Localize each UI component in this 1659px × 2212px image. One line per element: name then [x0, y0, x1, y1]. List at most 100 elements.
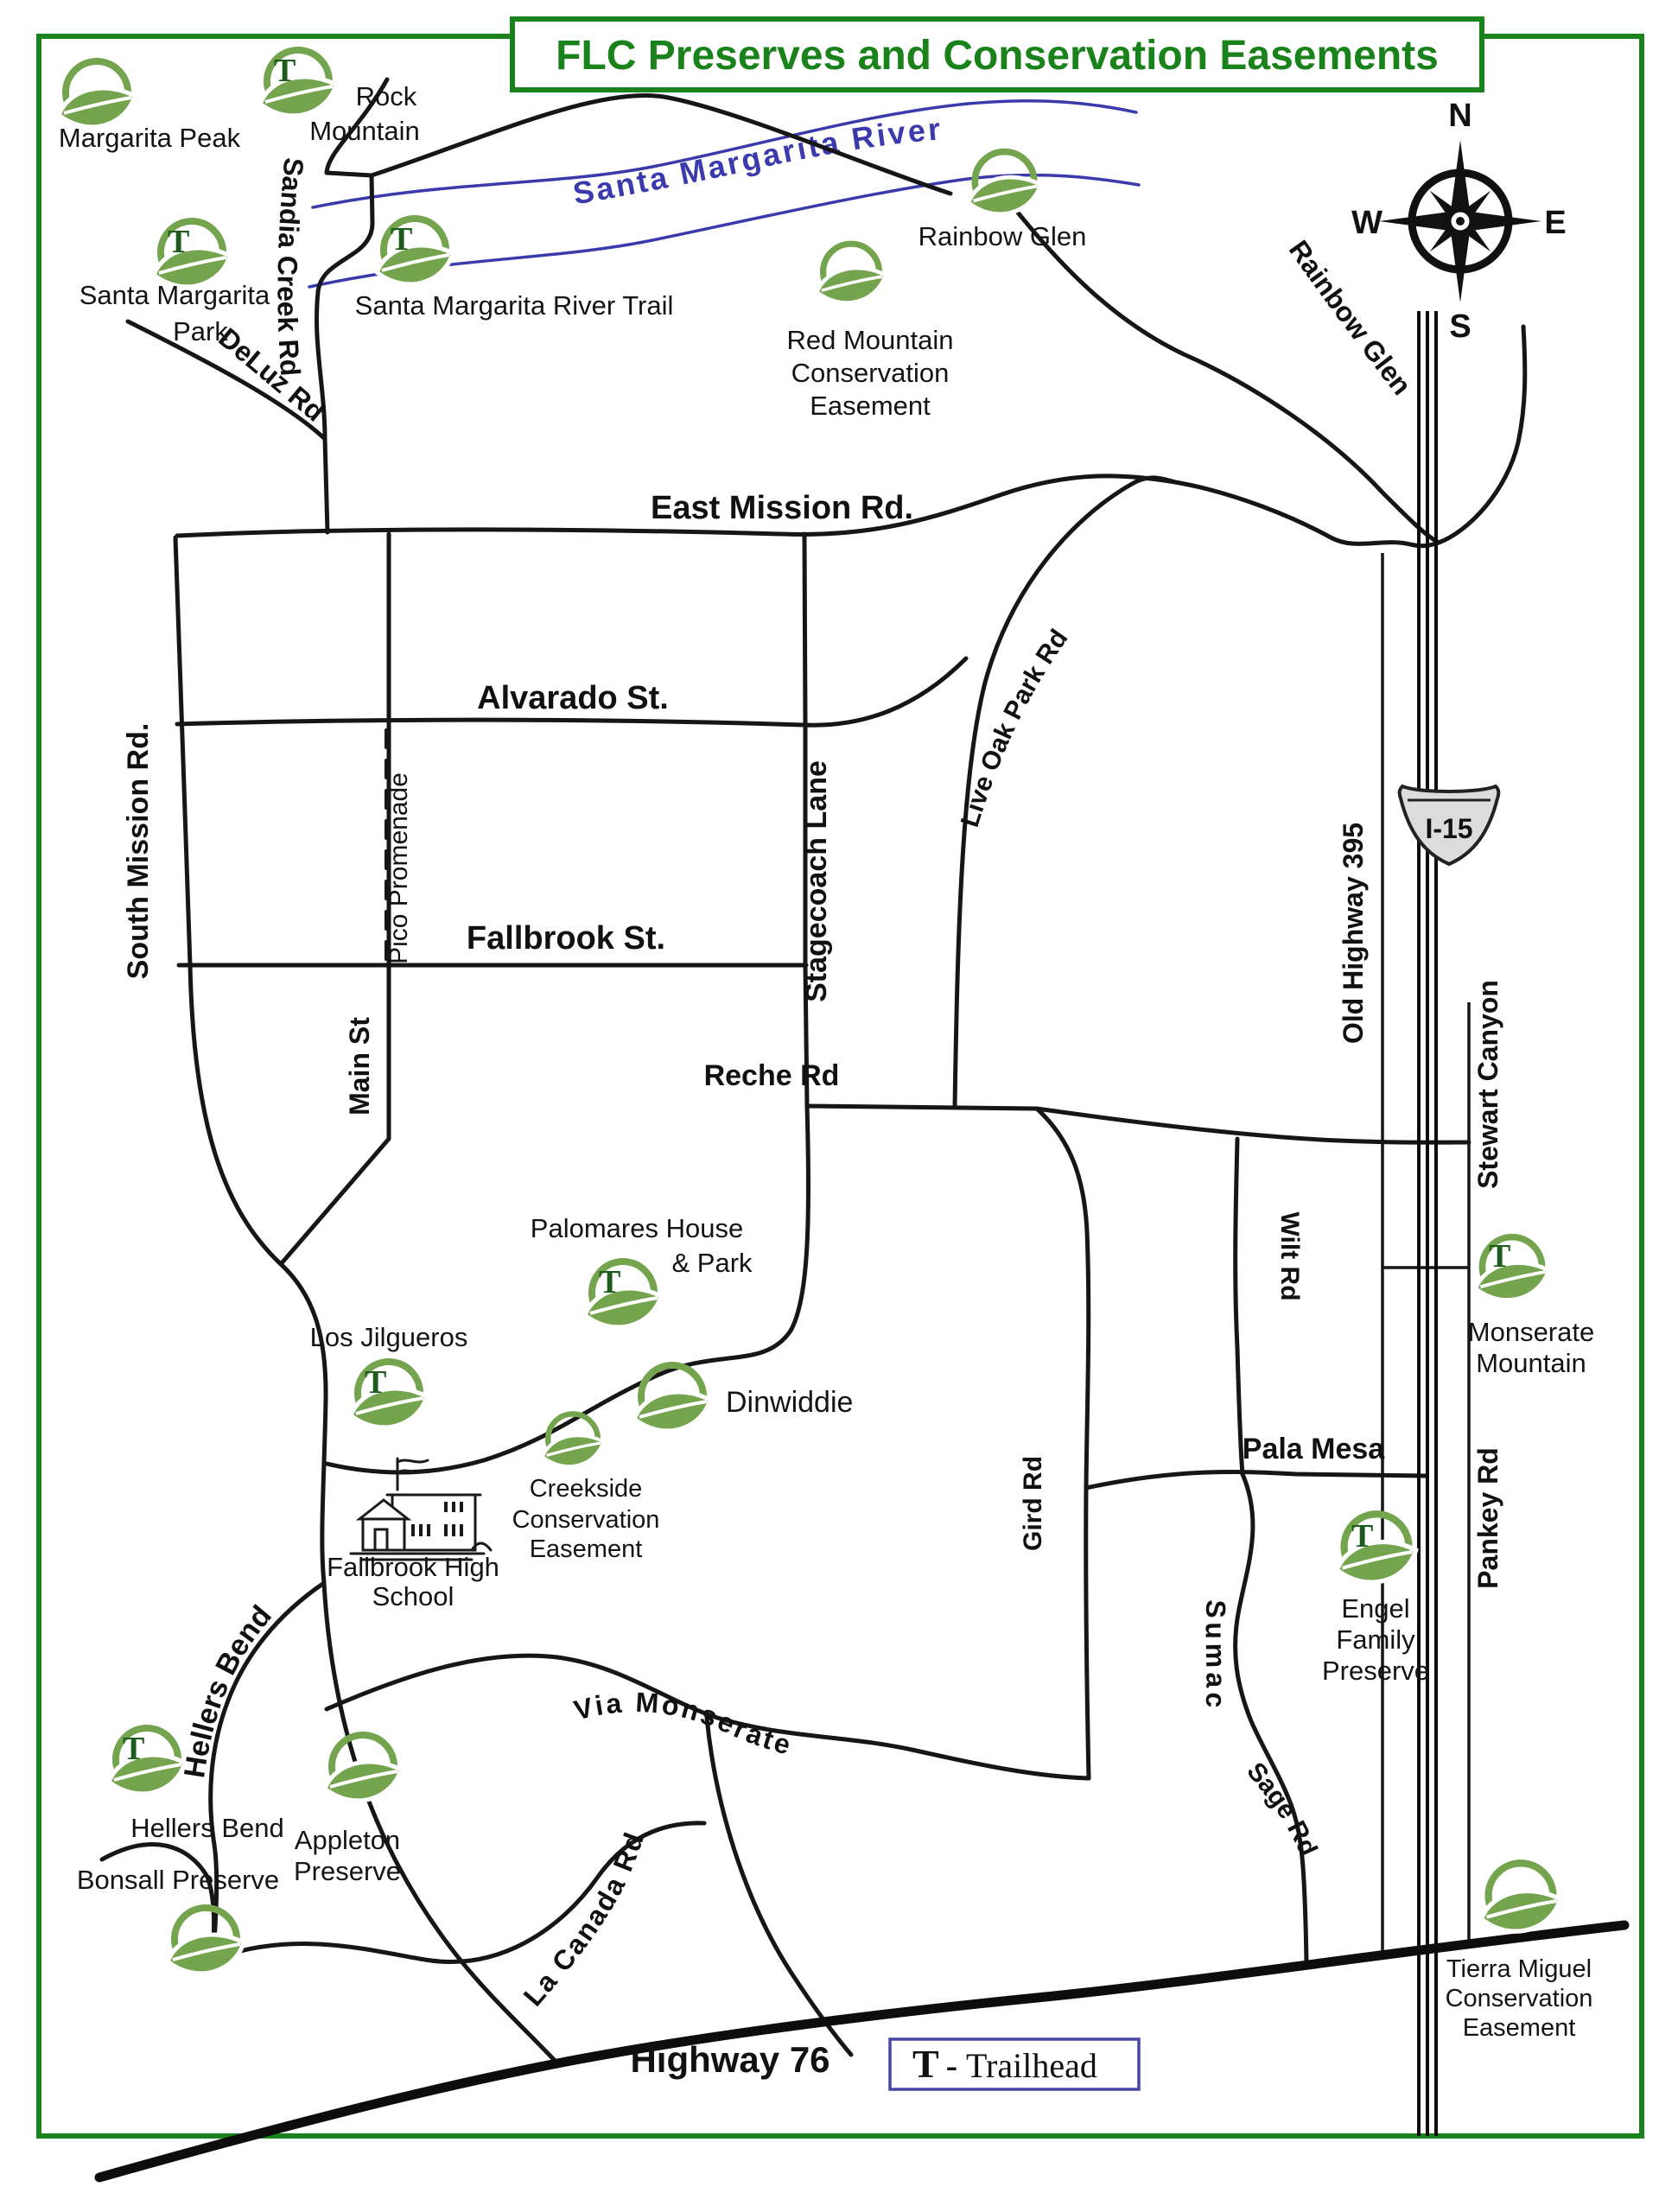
compass-south: S — [1449, 308, 1471, 345]
road-pala-mesa — [1084, 1470, 1428, 1491]
compass-rose: N S W E — [1351, 98, 1567, 345]
label-tierra-miguel-2: Conservation — [1446, 1985, 1593, 2012]
leaf-icon-santa-margarita-park — [154, 221, 230, 287]
trailhead-t-los-jilgueros: T — [365, 1364, 386, 1401]
road-south-mission — [173, 535, 560, 2066]
road-label-sandia-creek: Sandia Creek Rd — [271, 156, 309, 377]
road-label-alvarado: Alvarado St. — [477, 680, 669, 716]
label-creekside-1: Creekside — [530, 1475, 643, 1503]
legend-t-symbol: T — [912, 2042, 939, 2086]
road-label-main-st: Main St — [344, 1017, 375, 1116]
label-appleton-1: Appleton — [295, 1825, 400, 1855]
preserve-labels: Margarita Peak Rock Mountain Santa Marga… — [59, 81, 1594, 2042]
label-appleton-2: Preserve — [294, 1856, 401, 1886]
road-la-canada — [704, 1715, 854, 2057]
label-los-jilgueros: Los Jilgueros — [310, 1322, 468, 1352]
label-monserate-2: Mountain — [1476, 1348, 1586, 1378]
trailhead-t-engel: T — [1351, 1518, 1373, 1554]
trailhead-t-santa-margarita-park: T — [168, 224, 189, 260]
label-red-mountain-1: Red Mountain — [786, 325, 953, 355]
road-label-south-mission: South Mission Rd. — [122, 723, 155, 980]
label-margarita-peak: Margarita Peak — [59, 123, 241, 153]
trailhead-t-monserate: T — [1489, 1238, 1510, 1274]
trailhead-t-santa-margarita-river-trail: T — [391, 221, 412, 257]
road-bonsall-west — [99, 1842, 217, 1962]
road-wilt — [1233, 1136, 1245, 1477]
road-label-live-oak-park: Live Oak Park Rd — [956, 625, 1074, 830]
trailhead-t-hellers-bend: T — [123, 1731, 144, 1767]
school-label-line1: Fallbrook High — [327, 1552, 499, 1582]
road-sumac-sage — [1233, 1471, 1309, 1966]
road-reche — [804, 1103, 1471, 1145]
label-engel-1: Engel — [1341, 1593, 1409, 1624]
road-stagecoach — [324, 531, 811, 1475]
label-santa-margarita-river-trail: Santa Margarita River Trail — [355, 290, 674, 321]
leaf-icon-appleton — [325, 1735, 401, 1801]
leaf-icon-los-jilgueros — [351, 1362, 427, 1427]
label-engel-2: Family — [1336, 1624, 1415, 1655]
leaf-icon-hellers-bend — [109, 1728, 185, 1794]
road-label-rainbow-glen: Rainbow Glen — [1283, 234, 1418, 400]
road-label-hellers-bend: Hellers Bend — [178, 1599, 278, 1780]
label-santa-margarita-park-2: Park — [173, 316, 228, 346]
map-title-block: FLC Preserves and Conservation Easements — [510, 16, 1484, 92]
legend-box — [888, 2037, 1141, 2091]
river-label: Santa Margarita River — [570, 111, 944, 211]
leaf-icon-rainbow-glen — [969, 152, 1041, 214]
road-hellers-bend — [208, 1580, 327, 1962]
road-gird — [1034, 1106, 1091, 1781]
road-network — [94, 77, 1630, 2183]
label-creekside-3: Easement — [530, 1535, 643, 1563]
road-label-pico-promenade: Pico Promenade — [385, 772, 413, 964]
road-deluz — [125, 319, 327, 442]
road-label-sage: Sage Rd — [1241, 1758, 1322, 1861]
label-santa-margarita-park-1: Santa Margarita — [79, 280, 270, 310]
leaf-icon-palomares — [585, 1262, 661, 1327]
label-engel-3: Preserve — [1322, 1656, 1429, 1686]
page-title: FLC Preserves and Conservation Easements — [556, 33, 1439, 79]
road-label-stewart-canyon: Stewart Canyon — [1472, 980, 1503, 1189]
road-east-mission — [175, 474, 1441, 549]
road-alvarado — [175, 656, 969, 728]
road-appleton-south — [210, 1821, 707, 1964]
label-rainbow-glen: Rainbow Glen — [918, 221, 1087, 251]
label-creekside-2: Conservation — [512, 1506, 660, 1534]
road-label-east-mission: East Mission Rd. — [651, 490, 913, 526]
legend-separator: - — [946, 2046, 957, 2085]
road-live-oak-park — [952, 475, 1178, 1109]
label-red-mountain-3: Easement — [810, 391, 931, 421]
label-rock-mountain-2: Mountain — [309, 116, 420, 146]
label-palomares-1: Palomares House — [531, 1213, 743, 1243]
road-highway-76 — [94, 1920, 1630, 2183]
label-tierra-miguel-1: Tierra Miguel — [1446, 1955, 1592, 1983]
label-tierra-miguel-3: Easement — [1463, 2014, 1576, 2042]
trailhead-legend: T-Trailhead — [888, 2037, 1141, 2091]
label-monserate-1: Monserate — [1468, 1317, 1594, 1347]
road-sandia-creek — [315, 77, 390, 535]
leaf-icon-red-mountain — [817, 244, 885, 302]
interstate-15-line — [1417, 311, 1438, 2136]
road-main-st — [278, 531, 391, 1267]
road-label-gird: Gird Rd — [1019, 1456, 1047, 1551]
leaf-icon-margarita-peak — [59, 61, 135, 127]
leaf-icon-dinwiddie — [634, 1365, 710, 1431]
title-box — [510, 16, 1484, 92]
road-via-monserate — [324, 1653, 1091, 1781]
label-hellers-bend: Hellers Bend — [130, 1813, 283, 1843]
label-palomares-2: & Park — [671, 1248, 753, 1278]
school-label-line2: School — [372, 1581, 454, 1611]
road-label-pala-mesa: Pala Mesa — [1243, 1433, 1386, 1465]
road-label-via-monserate: Via Monserate — [571, 1687, 797, 1762]
label-dinwiddie: Dinwiddie — [726, 1386, 853, 1419]
interstate-15-shield: I-15 — [1397, 784, 1501, 867]
road-label-wilt: Wilt Rd — [1275, 1211, 1304, 1300]
leaf-icon-tierra-miguel — [1481, 1863, 1560, 1931]
trailhead-t-rock-mountain: T — [274, 53, 296, 89]
label-red-mountain-2: Conservation — [791, 358, 950, 388]
leaf-icon-engel — [1337, 1514, 1416, 1582]
leaf-icon-rock-mountain — [260, 50, 336, 116]
trailhead-t-palomares: T — [599, 1264, 620, 1300]
preserve-icons: T T T T T T T T — [59, 50, 1560, 1974]
compass-east: E — [1544, 205, 1566, 241]
